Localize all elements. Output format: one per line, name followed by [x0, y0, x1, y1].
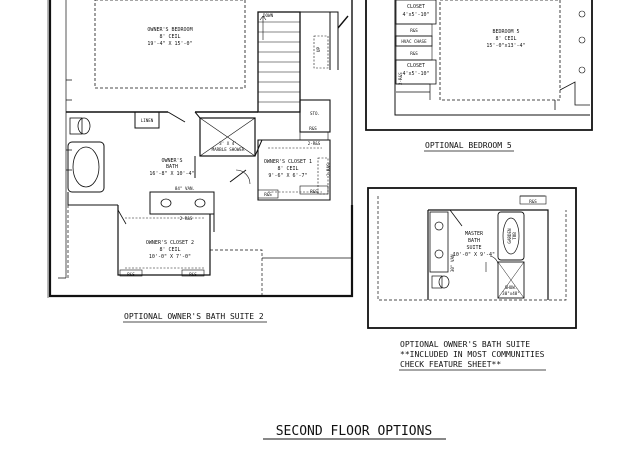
master-bath-suite-label-3: SUITE	[466, 245, 481, 251]
closet-2-rs-label: 2-R&S	[180, 216, 193, 221]
closet-a-rs: R&S	[410, 28, 418, 33]
hvac-chase-label: HVAC CHASE	[401, 39, 427, 44]
suite-shower-label: SHOW.	[505, 285, 518, 290]
bath-suite-caption-line-1: OPTIONAL OWNER'S BATH SUITE	[400, 340, 530, 349]
optional-bedroom-5-caption: OPTIONAL BEDROOM 5	[424, 141, 514, 152]
owners-bedroom-dim: 19'-4" X 15'-0"	[147, 41, 192, 47]
storage-rs-label: R&S	[309, 126, 317, 131]
closet-1-side-shelf: 2-R&S	[326, 163, 331, 176]
optional-bedroom-5-plan	[365, 0, 593, 131]
owners-closet-2-ceil: 8' CEIL	[159, 247, 180, 253]
bedroom-5-dim: 15'-0"x13'-4"	[486, 43, 525, 49]
closet-1-top-shelf: 2-R&S	[308, 141, 321, 146]
page-title: SECOND FLOOR OPTIONS	[263, 424, 446, 440]
optional-owners-bath-suite-plan	[367, 187, 577, 329]
owners-closet-2-label: OWNER'S CLOSET 2	[146, 240, 194, 246]
owners-bedroom-label: OWNER'S BEDROOM	[147, 27, 192, 33]
bath-suite-rs: R&S	[529, 199, 537, 204]
closet-b-label: CLOSET	[407, 63, 425, 69]
closet-1-shelf-left: R&S	[264, 192, 272, 197]
stair-up-label: UP	[316, 46, 321, 52]
owners-closet-1-ceil: 8' CEIL	[277, 166, 298, 172]
owners-bath-label-2: BATH	[166, 164, 178, 170]
owners-closet-2-dim: 10'-0" X 7'-0"	[149, 254, 191, 260]
suite-shower-size: 30"x48"	[502, 291, 520, 296]
closet-2-shelf-right: R&S	[189, 272, 197, 277]
master-bath-suite-label-2: BATH	[468, 238, 480, 244]
owners-bath-suite-2-plan	[47, 0, 354, 298]
closet-b-rs: R&S	[410, 51, 418, 56]
closet-b-dim: 4'x5'-10"	[402, 71, 429, 77]
owners-closet-1-label: OWNER'S CLOSET 1	[264, 159, 312, 165]
bath-suite-caption-line-2: **INCLUDED IN MOST COMMUNITIES	[400, 350, 545, 359]
optional-bedroom-5-caption-text: OPTIONAL BEDROOM 5	[425, 141, 512, 150]
master-bath-suite-dim: 10'-0" X 9'-4"	[453, 252, 495, 258]
optional-owners-bath-suite-caption: OPTIONAL OWNER'S BATH SUITE **INCLUDED I…	[399, 340, 546, 371]
bedroom-5-ceil: 8' CEIL	[495, 36, 516, 42]
storage-label: STO.	[310, 111, 320, 116]
closet-a-dim: 4'x5'-10"	[402, 12, 429, 18]
owners-bath-dim: 16'-8" X 10'-4"	[149, 171, 194, 177]
closet-1-shelf-right: R&S	[310, 189, 318, 194]
owners-bedroom-ceil: 8' CEIL	[159, 34, 180, 40]
owners-bath-suite-2-caption: OPTIONAL OWNER'S BATH SUITE 2	[123, 312, 267, 323]
shower-size-label: 3' X 4'	[219, 141, 237, 146]
master-bath-suite-label: MASTER	[465, 231, 484, 237]
garden-tub-label: GARDEN	[507, 228, 512, 244]
marble-shower-label: MARBLE SHOWER	[212, 147, 245, 152]
owners-bath-label: OWNER'S	[161, 158, 182, 164]
closet-a-label: CLOSET	[407, 4, 425, 10]
stair-down-label: DOWN	[263, 13, 274, 18]
closet-b-side-shelf: 2-R&S	[398, 72, 403, 85]
garden-tub-label-2: TUB	[512, 232, 517, 240]
closet-2-shelf-left: R&S	[127, 272, 135, 277]
page-title-text: SECOND FLOOR OPTIONS	[276, 424, 433, 439]
suite-vanity-label: 30" VAN.	[450, 252, 455, 272]
linen-label: LINEN	[141, 118, 154, 123]
bedroom-5-label: BEDROOM 5	[492, 29, 519, 35]
vanity-label: 84" VAN.	[175, 186, 195, 191]
owners-bath-suite-2-caption-text: OPTIONAL OWNER'S BATH SUITE 2	[124, 312, 264, 321]
bath-suite-caption-line-3: CHECK FEATURE SHEET**	[400, 360, 501, 369]
owners-closet-1-dim: 9'-6" X 6'-7"	[268, 173, 307, 179]
